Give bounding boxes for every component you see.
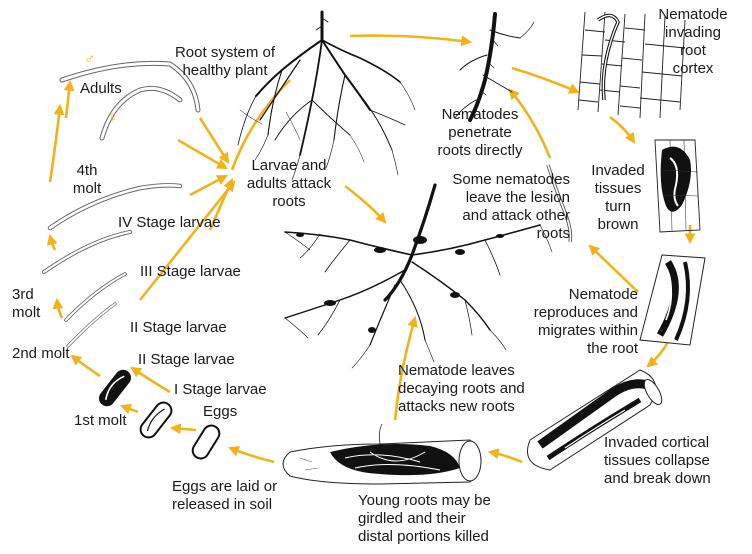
healthy-root-system (238, 12, 415, 180)
cycle-arrows (50, 36, 690, 462)
arrow-penetrate-to-invading (512, 68, 578, 92)
third-stage-worm (44, 232, 130, 272)
arrow-adults2-to-center (178, 140, 226, 168)
label-second-molt: 2nd molt (12, 345, 70, 363)
label-eggs: Eggs (203, 403, 237, 421)
migrating-root-section (640, 255, 705, 345)
arrow-adults-up (66, 82, 70, 118)
arrow-reproduce-to-cortical (648, 342, 668, 366)
arrow-to-egg (172, 428, 196, 430)
arrow-healthy-to-penetrate (350, 36, 470, 42)
arrow-attack-to-root (345, 186, 385, 222)
arrow-invading-to-brown (610, 117, 634, 142)
arrow-cortical-to-young-root (490, 452, 522, 462)
girdled-young-root (283, 424, 481, 484)
label-first-molt: 1st molt (74, 412, 127, 430)
label-i-stage: I Stage larvae (174, 381, 267, 399)
arrow-third-molt-up (50, 236, 55, 250)
label-adults: Adults (80, 80, 122, 98)
arrow-first-to-second-stage (72, 356, 100, 376)
second-stage-worm (66, 274, 125, 320)
arrow-iv-to-center (190, 176, 226, 195)
molt-egg (137, 399, 174, 440)
label-iii-stage: III Stage larvae (140, 263, 241, 281)
female-symbol-icon: ♀ (107, 110, 118, 125)
label-ii-stage-2: II Stage larvae (138, 351, 235, 369)
arrow-second-stage-to-molt (57, 300, 62, 318)
arrow-fourth-molt-up (50, 106, 60, 182)
label-iv-stage: IV Stage larvae (118, 214, 221, 232)
arrow-young-root-to-eggs-laid (230, 448, 274, 462)
male-symbol-icon: ♂ (84, 52, 95, 67)
brown-lesion-tissue (655, 140, 700, 232)
arrow-ii-to-center (140, 182, 234, 300)
arrow-eggs-to-cycle (132, 368, 170, 392)
label-ii-stage-1: II Stage larvae (130, 319, 227, 337)
first-stage-egg (96, 367, 134, 410)
egg (190, 422, 223, 461)
